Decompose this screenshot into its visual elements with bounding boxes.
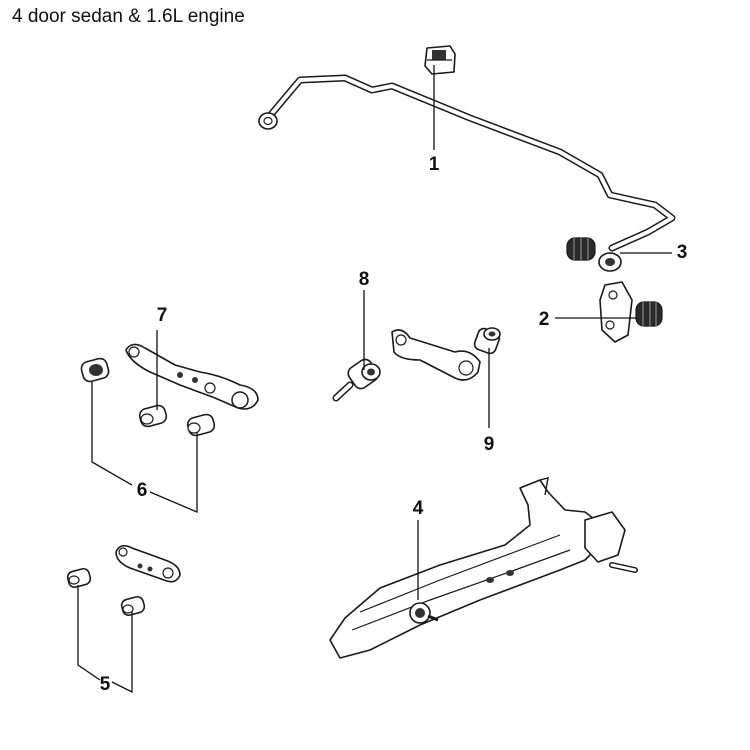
upper-control-arm[interactable] xyxy=(391,329,481,381)
callout-5: 5 xyxy=(100,674,111,695)
callout-3: 3 xyxy=(677,242,688,263)
part-4-trailing-arm[interactable] xyxy=(329,477,638,659)
diagram-title: 4 door sedan & 1.6L engine xyxy=(12,6,245,27)
leader-5a xyxy=(77,585,101,681)
callouts: 1 2 3 4 5 6 7 8 9 xyxy=(100,154,688,695)
callout-1: 1 xyxy=(429,154,440,175)
part-3-bushings[interactable] xyxy=(566,237,622,272)
part-2-stabilizer-link[interactable] xyxy=(599,281,663,343)
part-8-bushing-bolt[interactable] xyxy=(332,357,381,402)
part-7-lower-arm[interactable] xyxy=(125,343,259,410)
part-9-bushing[interactable] xyxy=(473,327,501,355)
callout-4: 4 xyxy=(413,498,424,519)
callout-8: 8 xyxy=(359,269,370,290)
callout-9: 9 xyxy=(484,434,495,455)
leader-6a xyxy=(91,382,133,486)
compensator-arm[interactable] xyxy=(115,544,181,583)
leader-5b xyxy=(111,612,133,694)
callout-2: 2 xyxy=(539,309,550,330)
part-5-bushings[interactable] xyxy=(66,567,146,617)
callout-6: 6 xyxy=(137,480,148,501)
leader-lines xyxy=(77,65,672,694)
part-1-stabilizer-bushing[interactable] xyxy=(424,45,456,75)
stabilizer-bar xyxy=(258,74,676,252)
leader-6b xyxy=(149,432,198,513)
callout-7: 7 xyxy=(157,305,168,326)
part-6-bushings[interactable] xyxy=(80,357,216,437)
